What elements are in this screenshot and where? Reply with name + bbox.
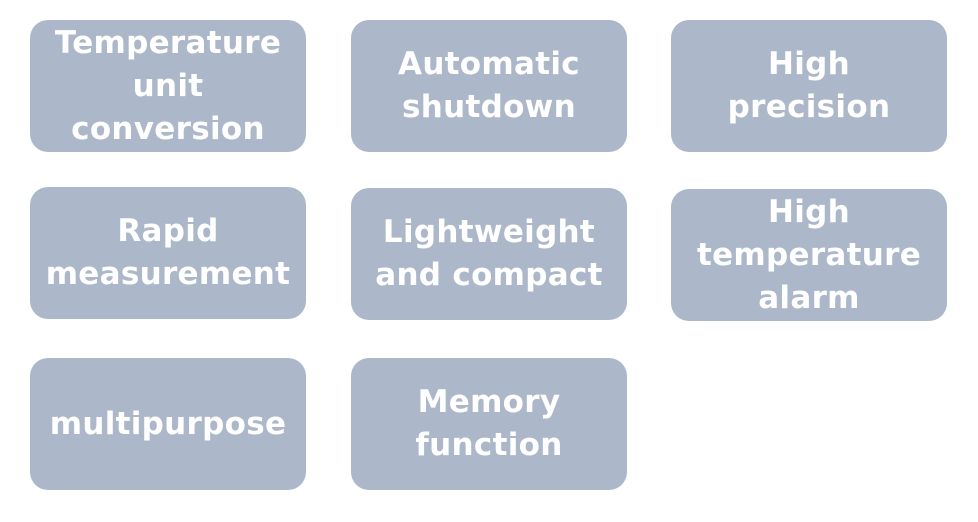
feature-tile-high-precision: High precision <box>671 20 947 152</box>
feature-label: multipurpose <box>49 405 287 442</box>
feature-tile-high-temperature-alarm: High temperature alarm <box>671 189 947 321</box>
feature-tile-automatic-shutdown: Automatic shutdown <box>351 20 627 152</box>
feature-label: Automatic shutdown <box>398 46 580 125</box>
feature-label: Memory function <box>415 384 563 463</box>
feature-label: Rapid measurement <box>45 213 291 292</box>
feature-label: High temperature alarm <box>696 193 922 316</box>
feature-label: High precision <box>727 46 891 125</box>
feature-label: Temperature unit conversion <box>54 24 282 147</box>
feature-tile-multipurpose: multipurpose <box>30 358 306 490</box>
feature-tile-lightweight-and-compact: Lightweight and compact <box>351 188 627 320</box>
feature-label: Lightweight and compact <box>375 214 603 293</box>
feature-tile-temperature-unit-conversion: Temperature unit conversion <box>30 20 306 152</box>
feature-tile-memory-function: Memory function <box>351 358 627 490</box>
feature-tile-rapid-measurement: Rapid measurement <box>30 187 306 319</box>
